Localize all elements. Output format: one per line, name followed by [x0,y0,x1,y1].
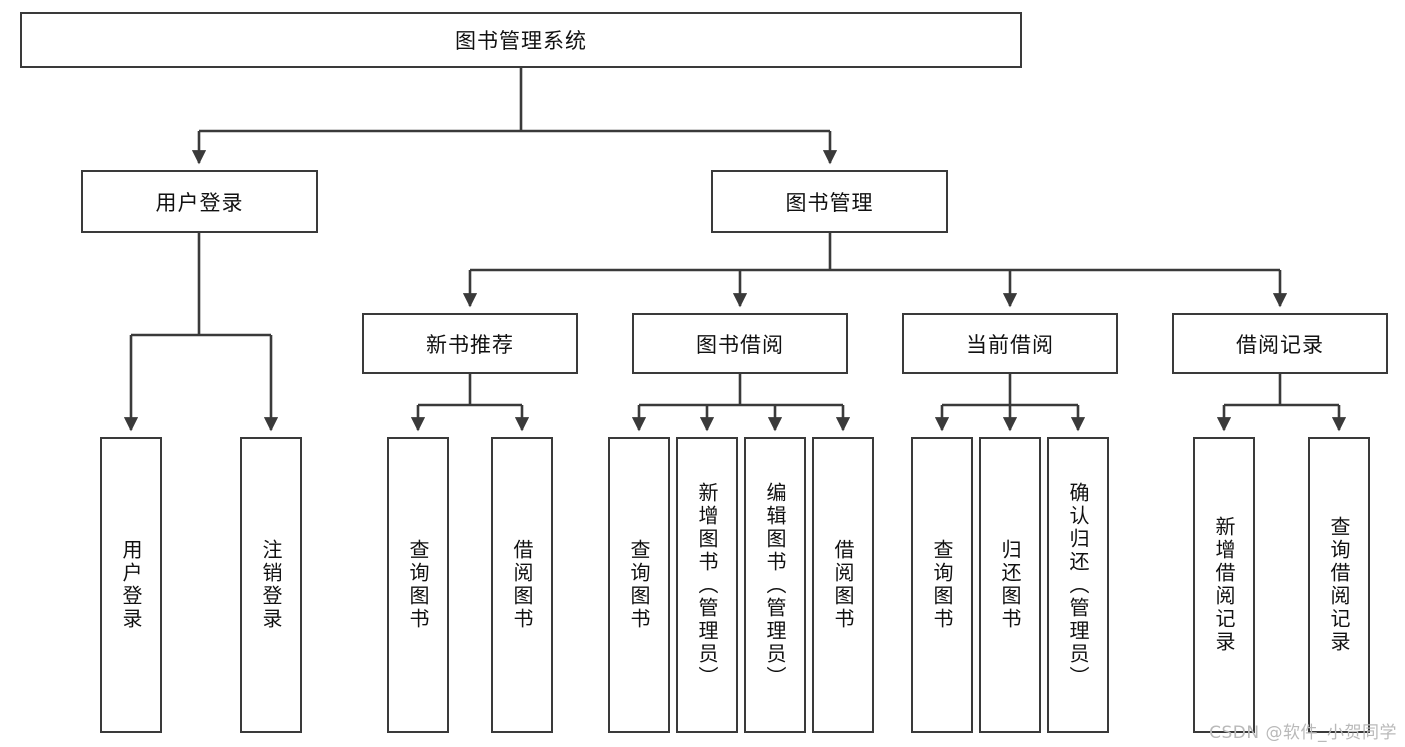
leaf-borrow-borrow-book[interactable]: 借阅图书 [812,437,874,733]
leaf-record-query-record[interactable]: 查询借阅记录 [1308,437,1370,733]
node-label: 新书推荐 [426,332,514,357]
node-label: 当前借阅 [966,332,1054,357]
node-label: 归还图书 [998,539,1022,631]
node-label: 借阅图书 [510,539,534,631]
node-label: 用户登录 [155,190,244,215]
leaf-user-login[interactable]: 用户登录 [100,437,162,733]
node-label: 查询借阅记录 [1327,516,1351,654]
leaf-borrow-edit-book[interactable]: 编辑图书（管理员） [744,437,806,733]
node-label: 用户登录 [119,539,143,631]
node-label: 借阅图书 [831,539,855,631]
node-book-borrow[interactable]: 图书借阅 [632,313,848,374]
node-label: 查询图书 [930,539,954,631]
leaf-current-return-book[interactable]: 归还图书 [979,437,1041,733]
node-current-borrow[interactable]: 当前借阅 [902,313,1118,374]
node-label: 新增图书（管理员） [695,481,719,689]
node-user-login[interactable]: 用户登录 [81,170,318,233]
node-label: 编辑图书（管理员） [763,481,787,689]
node-label: 注销登录 [259,539,283,631]
node-label: 确认归还（管理员） [1066,481,1090,689]
leaf-borrow-add-book[interactable]: 新增图书（管理员） [676,437,738,733]
node-label: 查询图书 [406,539,430,631]
leaf-user-logout[interactable]: 注销登录 [240,437,302,733]
node-label: 图书管理系统 [455,29,587,53]
node-label: 新增借阅记录 [1212,516,1236,654]
node-book-management[interactable]: 图书管理 [711,170,948,233]
node-root-system[interactable]: 图书管理系统 [20,12,1022,68]
node-new-book-recommend[interactable]: 新书推荐 [362,313,578,374]
leaf-current-query-book[interactable]: 查询图书 [911,437,973,733]
watermark: CSDN @软件_小贺同学 [1209,723,1397,743]
leaf-borrow-query-book[interactable]: 查询图书 [608,437,670,733]
node-label: 查询图书 [627,539,651,631]
leaf-current-confirm-return[interactable]: 确认归还（管理员） [1047,437,1109,733]
node-label: 借阅记录 [1236,332,1324,357]
node-label: 图书借阅 [696,332,784,357]
node-borrow-record[interactable]: 借阅记录 [1172,313,1388,374]
leaf-recommend-query-book[interactable]: 查询图书 [387,437,449,733]
leaf-recommend-borrow-book[interactable]: 借阅图书 [491,437,553,733]
node-label: 图书管理 [785,190,874,215]
leaf-record-add-record[interactable]: 新增借阅记录 [1193,437,1255,733]
